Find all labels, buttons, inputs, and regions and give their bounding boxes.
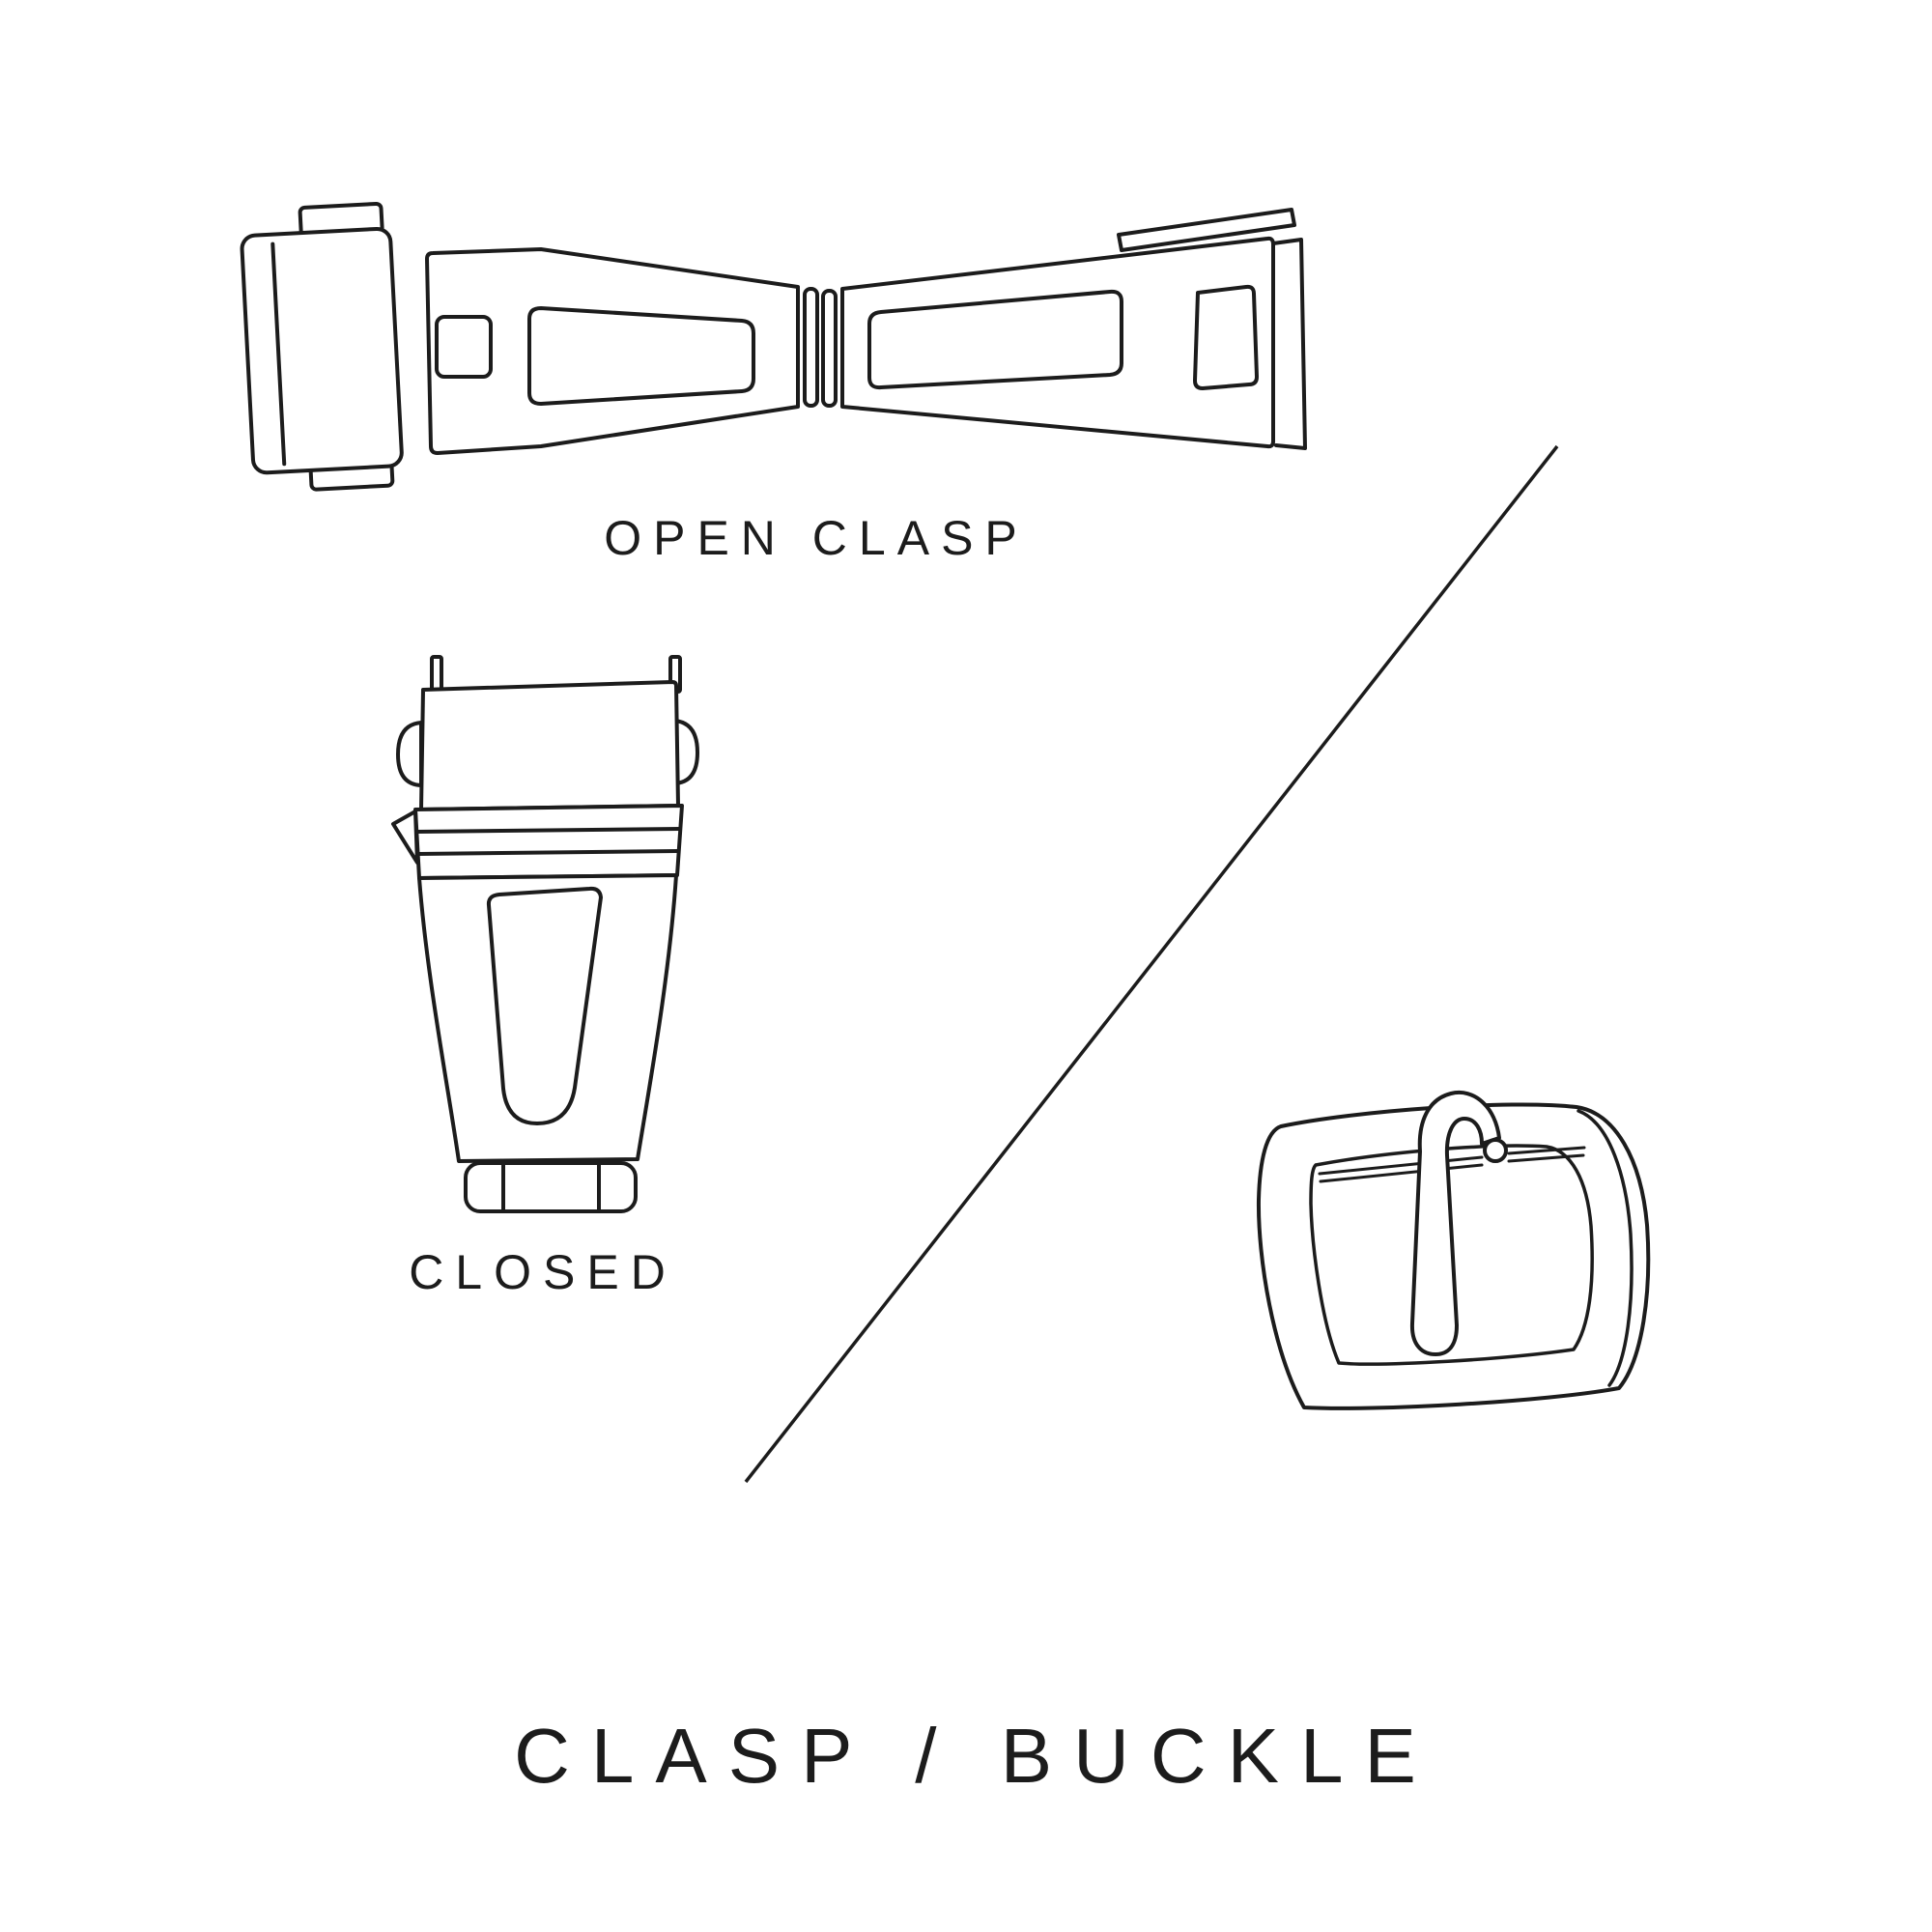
closed-clasp-bottom-bar [464, 1161, 638, 1213]
buckle-crossbar-right-top [1507, 1146, 1586, 1155]
page-title: CLASP / BUCKLE [514, 1713, 1437, 1799]
clasp-end-link [240, 201, 404, 492]
clasp-left-arm [425, 247, 800, 455]
closed-clasp-inner-outline [486, 886, 603, 1125]
buckle-right-band-edge [1577, 1109, 1634, 1387]
closed-clasp-band-line-1 [414, 827, 682, 834]
buckle-crossbar-bottom [1319, 1163, 1484, 1183]
open-clasp-label: OPEN CLASP [604, 511, 1029, 565]
closed-clasp-button-right [672, 719, 699, 785]
closed-clasp-band [413, 804, 684, 880]
buckle-tongue-loop [1483, 1138, 1508, 1163]
diagonal-divider-line [744, 444, 1559, 1484]
clasp-right-cutout [1193, 284, 1259, 390]
end-link-edge-line [270, 242, 287, 467]
end-link-body [240, 226, 404, 475]
closed-clasp-label: CLOSED [409, 1245, 677, 1299]
buckle-illustration [1256, 1090, 1651, 1410]
closed-clasp-side-tab [391, 810, 419, 865]
closed-clasp-button-left [396, 721, 423, 787]
buckle-tongue [1409, 1090, 1501, 1356]
closed-clasp-cover [419, 680, 680, 811]
closed-clasp-body [417, 873, 678, 1163]
clasp-left-notch [435, 315, 493, 379]
clasp-right-arm-inner-outline [867, 289, 1123, 390]
closed-clasp-prong-left [430, 655, 443, 694]
clasp-hinge-bar-1 [803, 287, 819, 408]
closed-clasp-band-line-2 [415, 849, 680, 856]
clasp-right-top-bar [1117, 208, 1296, 252]
buckle-crossbar-right-bottom [1507, 1153, 1585, 1163]
buckle-crossbar-top [1318, 1155, 1484, 1176]
clasp-right-arm [840, 236, 1275, 449]
buckle-frame-inner [1309, 1144, 1594, 1366]
clasp-left-arm-inner-outline [527, 306, 755, 406]
clasp-hinge-bar-2 [821, 289, 838, 408]
closed-clasp-illustration [391, 655, 699, 1213]
open-clasp-illustration [240, 201, 1307, 492]
clasp-right-end-plate [1271, 238, 1307, 450]
